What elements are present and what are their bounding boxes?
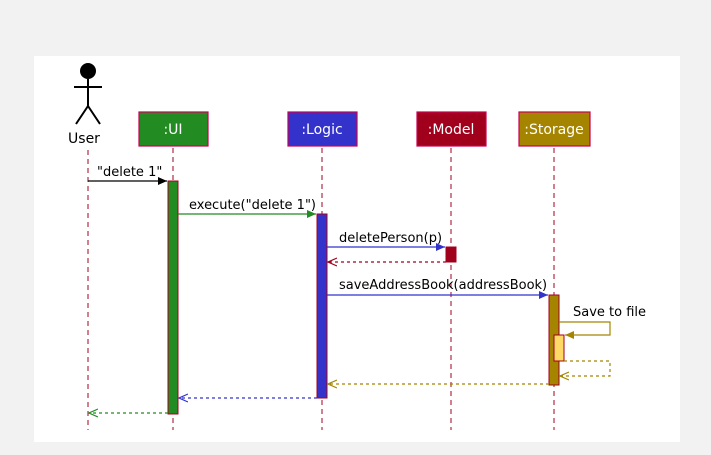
activation-ui: [167, 180, 179, 415]
message-delete-person-label: deletePerson(p): [339, 231, 442, 246]
participant-ui-label: :UI: [163, 122, 182, 138]
participant-model-label: :Model: [428, 122, 475, 138]
activation-logic: [316, 213, 328, 399]
participant-model: :Model: [416, 111, 487, 147]
participant-logic: :Logic: [287, 111, 358, 147]
participant-ui: :UI: [138, 111, 209, 147]
message-delete-1-label: "delete 1": [97, 165, 162, 180]
participant-storage-label: :Storage: [524, 122, 584, 138]
activation-model: [445, 246, 457, 263]
user-actor-icon: [74, 63, 102, 125]
message-save-to-file-label: Save to file: [573, 305, 646, 320]
actor-label: User: [68, 131, 100, 147]
participant-storage: :Storage: [518, 111, 591, 147]
participant-logic-label: :Logic: [301, 122, 342, 138]
message-execute-label: execute("delete 1"): [189, 198, 316, 213]
message-save-address-book-label: saveAddressBook(addressBook): [339, 278, 547, 293]
return-save-to-file-arrow: [560, 360, 611, 376]
activation-storage-inner: [553, 334, 565, 362]
message-save-to-file-arrow: [559, 321, 611, 339]
